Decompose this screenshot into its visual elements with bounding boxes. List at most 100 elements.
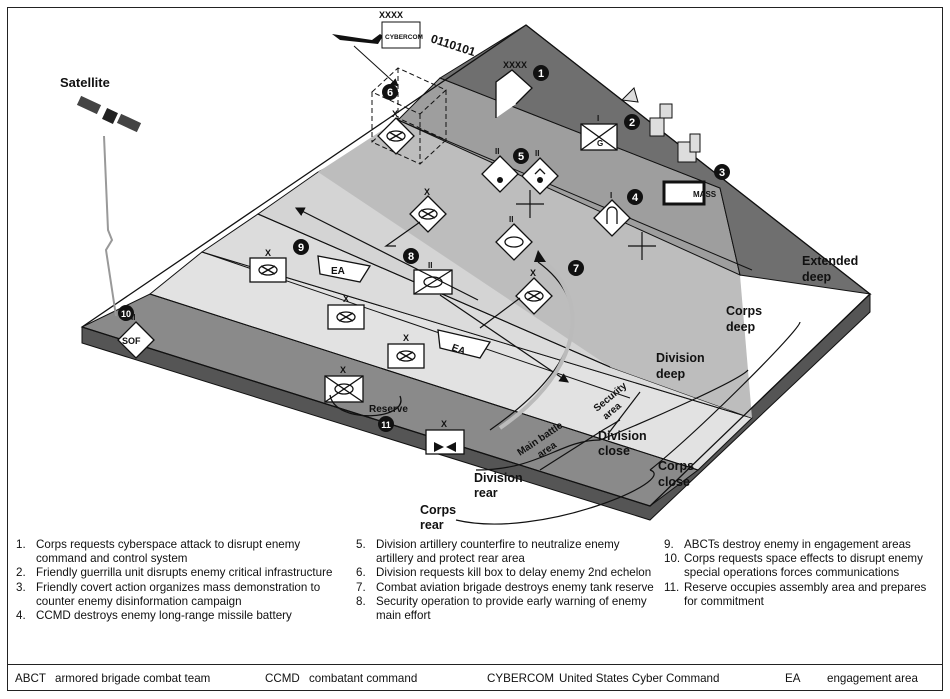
note-text: Division artillery counterfire to neutra… [376, 538, 620, 566]
defend-symbol [434, 442, 456, 452]
ea-1 [317, 255, 372, 283]
echelon-ii-4: II [428, 261, 432, 270]
note-text: CCMD destroys enemy long-range missile b… [36, 609, 292, 623]
label-division-close-2: close [598, 444, 630, 458]
label-extended: Extended [802, 254, 858, 268]
notes-column-1: 1.Corps requests cyberspace attack to di… [16, 538, 346, 623]
note-number: 7. [356, 580, 366, 594]
label-division-close-1: Division [598, 429, 647, 443]
note-text: Corps requests space effects to disrupt … [684, 552, 923, 580]
legend-abct-abbr: ABCT [15, 672, 46, 685]
enemy-artillery-2 [521, 157, 559, 195]
sof-label: SOF [122, 336, 141, 346]
figure-frame [7, 7, 943, 691]
zone-extended-deep [438, 24, 872, 295]
satellite-icon [76, 95, 142, 133]
echelon-ii-5: II [131, 313, 135, 322]
echelon-ii-1: II [495, 147, 499, 156]
note-number: 5. [356, 538, 366, 551]
echelon-x-8: X [441, 419, 447, 429]
ea-2 [437, 329, 492, 359]
marker-6-circle [382, 84, 398, 100]
zone-division-deep-fill [318, 120, 752, 418]
marker-3-circle [714, 164, 730, 180]
enemy-artillery-1 [481, 155, 519, 193]
note-number: 2. [16, 566, 26, 580]
marker-5: 5 [518, 151, 524, 163]
kill-box [371, 67, 447, 165]
cybercom-symbol [381, 21, 421, 49]
echelon-x-7: X [340, 365, 346, 375]
legend-cyber-def: United States Cyber Command [559, 672, 720, 685]
corps-echelon: XXXX [503, 60, 527, 70]
marker-4-circle [627, 189, 643, 205]
echelon-x-4: X [265, 248, 271, 258]
satellite-link [103, 135, 117, 317]
label-extended-deep: deep [802, 270, 832, 284]
echelon-i-2: I [610, 191, 612, 200]
note-text: Division requests kill box to delay enem… [376, 566, 652, 580]
note-number: 3. [16, 580, 26, 594]
sof-unit [117, 321, 155, 359]
marker-4: 4 [632, 192, 639, 204]
label-division-deep-2: deep [656, 367, 686, 381]
label-corps-close-1: Corps [658, 459, 694, 473]
label-corps-close-2: close [658, 475, 690, 489]
operational-framework-diagram: Satellite XXXX CYBERCOM 0110101 [60, 10, 872, 532]
marker-9-circle [293, 239, 309, 255]
marker-11-circle [378, 416, 394, 432]
legend-abct-def: armored brigade combat team [55, 672, 211, 685]
infrastructure-icons [620, 87, 701, 163]
note-item: 7. Combat aviation brigade destroys enemy… [356, 581, 656, 595]
note-item: 5. Division artillery counterfire to neut… [356, 538, 656, 566]
label-corps-rear-1: Corps [420, 503, 456, 517]
legend-ea-def: engagement area [827, 672, 918, 685]
note-item: 10.Corps requests space effects to disru… [664, 552, 934, 580]
ea-label-1: EA [331, 266, 345, 277]
label-corps-deep-2: deep [726, 320, 756, 334]
mass-label: MASS [693, 190, 717, 199]
note-number: 1. [16, 538, 26, 551]
label-division-rear-2: rear [474, 486, 498, 500]
reserve-assembly-area [329, 394, 402, 417]
echelon-x-3: X [530, 268, 536, 278]
note-number: 6. [356, 566, 366, 580]
notes-column-2: 5. Division artillery counterfire to neut… [356, 538, 656, 623]
legend-ccmd-def: combatant command [309, 672, 418, 685]
aircraft-icon [332, 34, 383, 44]
note-item: 6. Division requests kill box to delay en… [356, 566, 656, 580]
marker-3: 3 [719, 167, 725, 179]
label-division-rear-1: Division [474, 471, 523, 485]
notes-column-3: 9.ABCTs destroy enemy in engagement area… [664, 538, 934, 609]
note-item: 4. CCMD destroys enemy long-range missile… [16, 609, 346, 623]
satellite-label: Satellite [60, 75, 110, 90]
echelon-x-6: X [403, 333, 409, 343]
marker-7: 7 [573, 263, 579, 275]
note-number: 4. [16, 609, 26, 623]
echelon-ii-2: II [535, 149, 539, 158]
marker-8-circle [403, 248, 419, 264]
cybercom-label: CYBERCOM [385, 34, 423, 41]
note-item: 9.ABCTs destroy enemy in engagement area… [664, 538, 934, 552]
legend-cyber-abbr: CYBERCOM [487, 672, 554, 685]
cybercom-echelon: XXXX [379, 10, 403, 20]
echelon-i-1: I [597, 114, 599, 123]
note-number: 9. [664, 538, 674, 551]
note-number: 10. [664, 552, 681, 566]
marker-1-circle [533, 65, 549, 81]
label-corps-rear-2: rear [420, 518, 444, 532]
guerrilla-g: G [597, 139, 603, 148]
marker-8: 8 [408, 251, 414, 263]
note-text: Combat aviation brigade destroys enemy t… [376, 580, 654, 594]
marker-11: 11 [381, 420, 391, 430]
note-text: Security operation to provide early warn… [376, 594, 647, 623]
legend-ccmd-abbr: CCMD [265, 672, 300, 685]
echelon-ii-3: II [509, 215, 513, 224]
defense-unit [425, 429, 465, 455]
label-corps-deep-1: Corps [726, 304, 762, 318]
note-number: 11. [664, 580, 680, 594]
marker-5-circle [513, 148, 529, 164]
echelon-x-2: X [424, 187, 430, 197]
note-item: 11.Reserve occupies assembly area and pr… [664, 581, 934, 609]
